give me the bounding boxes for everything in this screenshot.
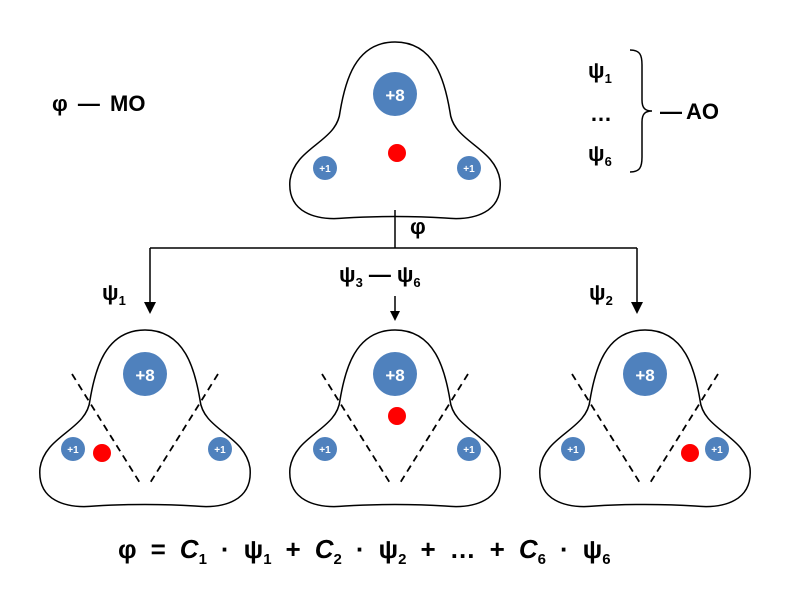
formula-plus: + (420, 534, 436, 564)
svg-text:+1: +1 (67, 445, 79, 456)
svg-text:ψ1: ψ1 (588, 58, 612, 86)
formula-psi1: ψ1 (243, 534, 272, 569)
molecule-psi1: +8 +1 +1 (39, 329, 251, 508)
hydrogen-nucleus-right (208, 437, 232, 461)
formula-plus: + (285, 534, 301, 564)
formula-c2: C2 (314, 534, 342, 569)
svg-text:+8: +8 (135, 366, 154, 385)
formula-equals: = (150, 534, 166, 564)
arrow-label-root: φ (410, 214, 426, 239)
svg-text:+1: +1 (567, 445, 579, 456)
molecule-psi3-psi6: +8 +1 +1 (289, 329, 501, 508)
connector-tree (149, 210, 638, 312)
electron (388, 407, 406, 425)
formula-psi6: ψ6 (582, 534, 611, 569)
formula-c6: C6 (518, 534, 546, 569)
svg-text:+8: +8 (385, 366, 404, 385)
hydrogen-nucleus-left (561, 437, 585, 461)
oxygen-nucleus (623, 352, 667, 396)
formula-dot: · (220, 534, 230, 564)
arrow-label-right: ψ2 (589, 280, 613, 308)
formula-phi: φ (118, 534, 137, 564)
svg-text:+1: +1 (319, 445, 331, 456)
svg-text:+1: +1 (463, 164, 475, 175)
formula-dot: · (559, 534, 569, 564)
arrow-label-middle: ψ3—ψ6 (339, 262, 421, 290)
arrowheads (144, 302, 643, 321)
arrow-label-left: ψ1 (102, 280, 126, 308)
svg-text:+1: +1 (319, 164, 331, 175)
electron (93, 444, 111, 462)
lcao-formula: φ = C1 · ψ1 + C2 · ψ2 + … + C6 · ψ6 (118, 532, 738, 577)
svg-text:—AO: —AO (660, 99, 719, 124)
electron (681, 444, 699, 462)
svg-text:…: … (590, 101, 612, 126)
svg-text:ψ6: ψ6 (588, 141, 612, 169)
svg-text:+1: +1 (214, 445, 226, 456)
ao-label: ψ1 … ψ6 —AO (588, 49, 719, 173)
molecule-psi2: +8 +1 +1 (539, 329, 751, 508)
hydrogen-nucleus-right (457, 156, 481, 180)
hydrogen-nucleus-left (313, 437, 337, 461)
molecule-top: +8 +1 +1 (289, 41, 501, 220)
hydrogen-nucleus-left (61, 437, 85, 461)
svg-text:+8: +8 (385, 86, 404, 105)
formula-psi2: ψ2 (378, 534, 407, 569)
formula-ellipsis: … (449, 534, 476, 564)
formula-plus: + (489, 534, 505, 564)
oxygen-nucleus (373, 72, 417, 116)
formula-c1: C1 (179, 534, 207, 569)
electron (388, 144, 406, 162)
formula-dot: · (355, 534, 365, 564)
mo-label: φ — MO (52, 91, 145, 116)
oxygen-nucleus (123, 352, 167, 396)
hydrogen-nucleus-left (313, 156, 337, 180)
svg-text:+1: +1 (463, 445, 475, 456)
hydrogen-nucleus-right (457, 437, 481, 461)
svg-text:+8: +8 (635, 366, 654, 385)
oxygen-nucleus (373, 352, 417, 396)
hydrogen-nucleus-right (705, 437, 729, 461)
ao-brace (629, 49, 653, 173)
svg-text:+1: +1 (711, 445, 723, 456)
